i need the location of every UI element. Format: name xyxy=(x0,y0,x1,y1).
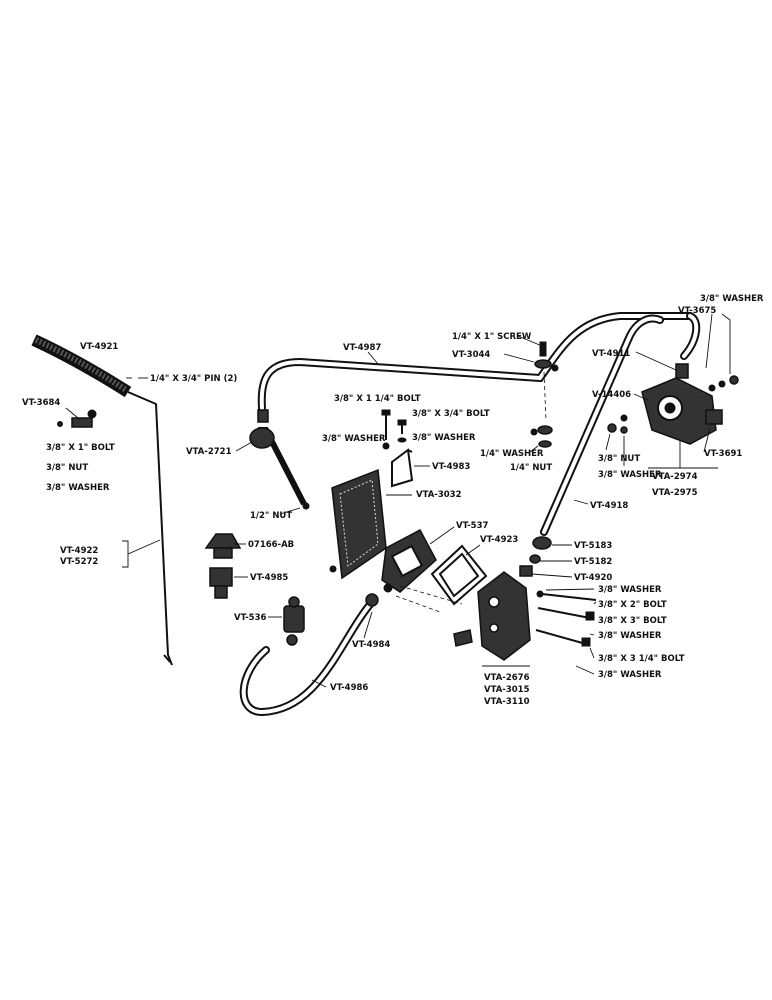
label-bolt-3-8x1: 3/8" X 1" BOLT xyxy=(46,443,115,453)
label-bolt-3-8x2: 3/8" X 2" BOLT xyxy=(598,600,667,610)
label-vt-4920: VT-4920 xyxy=(574,573,612,583)
label-vt-4985: VT-4985 xyxy=(250,573,288,583)
label-vt-3684: VT-3684 xyxy=(22,398,60,408)
label-washer-e: 3/8" WASHER xyxy=(598,670,662,680)
label-vt-5182: VT-5182 xyxy=(574,557,612,567)
fitting-07166-ab xyxy=(204,533,242,559)
label-vt-4918: VT-4918 xyxy=(590,501,628,511)
label-screw: 1/4" X 1" SCREW xyxy=(452,332,532,342)
label-vt-5183: VT-5183 xyxy=(574,541,612,551)
label-vt-4986: VT-4986 xyxy=(330,683,368,693)
label-nut-1-4: 1/4" NUT xyxy=(510,463,552,473)
label-washer-r: 3/8" WASHER xyxy=(598,470,662,480)
label-v-14406: V-14406 xyxy=(592,390,631,400)
label-nut-1-2: 1/2" NUT xyxy=(250,511,292,521)
fitting-vt-4985 xyxy=(209,567,233,599)
label-vt-3691: VT-3691 xyxy=(704,449,742,459)
label-washer-a: 3/8" WASHER xyxy=(322,434,386,444)
clip-lower xyxy=(530,425,553,448)
valve-vta-2676 xyxy=(453,571,531,661)
label-washer-top: 3/8" WASHER xyxy=(700,294,764,304)
fitting-vt-4911 xyxy=(675,363,689,379)
bracket-vt-3684 xyxy=(57,409,97,428)
label-vt-4984: VT-4984 xyxy=(352,640,390,650)
bracket-vt-4983 xyxy=(391,448,414,488)
gasket-vt-4923 xyxy=(430,544,488,606)
label-vt-4983: VT-4983 xyxy=(432,462,470,472)
label-07166-ab: 07166-AB xyxy=(248,540,294,550)
fittings-vt-5183 xyxy=(519,536,552,577)
label-vta-2975: VTA-2975 xyxy=(652,488,698,498)
label-washer-c: 3/8" WASHER xyxy=(598,585,662,595)
bolt-set-center xyxy=(381,409,407,450)
label-nut-r: 3/8" NUT xyxy=(598,454,640,464)
label-vt-4923: VT-4923 xyxy=(480,535,518,545)
rod-vt-4921 xyxy=(31,334,132,398)
panel-vta-3032 xyxy=(329,468,387,580)
label-nut-3-8: 3/8" NUT xyxy=(46,463,88,473)
label-washer-d: 3/8" WASHER xyxy=(598,631,662,641)
label-vt-4922: VT-4922 xyxy=(60,546,98,556)
label-vt-536: VT-536 xyxy=(234,613,266,623)
label-vt-5272: VT-5272 xyxy=(60,557,98,567)
label-vta-3110: VTA-3110 xyxy=(484,697,530,707)
label-vt-4987: VT-4987 xyxy=(343,343,381,353)
label-washer-3-8: 3/8" WASHER xyxy=(46,483,110,493)
label-vt-4911: VT-4911 xyxy=(592,349,630,359)
label-vt-4921: VT-4921 xyxy=(80,342,118,352)
label-bolt-3-8x3-1-4: 3/8" X 3 1/4" BOLT xyxy=(598,654,685,664)
label-vt-3675: VT-3675 xyxy=(678,306,716,316)
label-vta-2721: VTA-2721 xyxy=(186,447,232,457)
elbow-vt-536 xyxy=(283,596,305,646)
washers-right xyxy=(607,375,739,434)
rod-vt-4922 xyxy=(127,391,173,666)
label-vta-3032: VTA-3032 xyxy=(416,490,462,500)
label-vta-2676: VTA-2676 xyxy=(484,673,530,683)
bolts-right xyxy=(535,590,597,647)
lever-vta-2721 xyxy=(249,409,310,510)
pump-vta-2974 xyxy=(641,377,723,445)
label-washer-b: 3/8" WASHER xyxy=(412,433,476,443)
tube-vt-4918 xyxy=(540,314,664,536)
tube-vt-4987 xyxy=(257,312,694,412)
clip-vt-3044 xyxy=(534,341,559,372)
tube-vt-3675 xyxy=(680,312,701,360)
housing-vt-537 xyxy=(381,528,437,593)
label-vt-537: VT-537 xyxy=(456,521,488,531)
label-vta-3015: VTA-3015 xyxy=(484,685,530,695)
label-bolt-3-8x3: 3/8" X 3" BOLT xyxy=(598,616,667,626)
label-washer-1-4: 1/4" WASHER xyxy=(480,449,544,459)
label-vt-3044: VT-3044 xyxy=(452,350,490,360)
label-vta-2974: VTA-2974 xyxy=(652,472,698,482)
label-pin: 1/4" X 3/4" PIN (2) xyxy=(150,374,237,384)
label-bolt-3-8x1-1-4: 3/8" X 1 1/4" BOLT xyxy=(334,394,421,404)
tube-vt-4986 xyxy=(239,593,379,717)
label-bolt-3-8x3-4: 3/8" X 3/4" BOLT xyxy=(412,409,490,419)
